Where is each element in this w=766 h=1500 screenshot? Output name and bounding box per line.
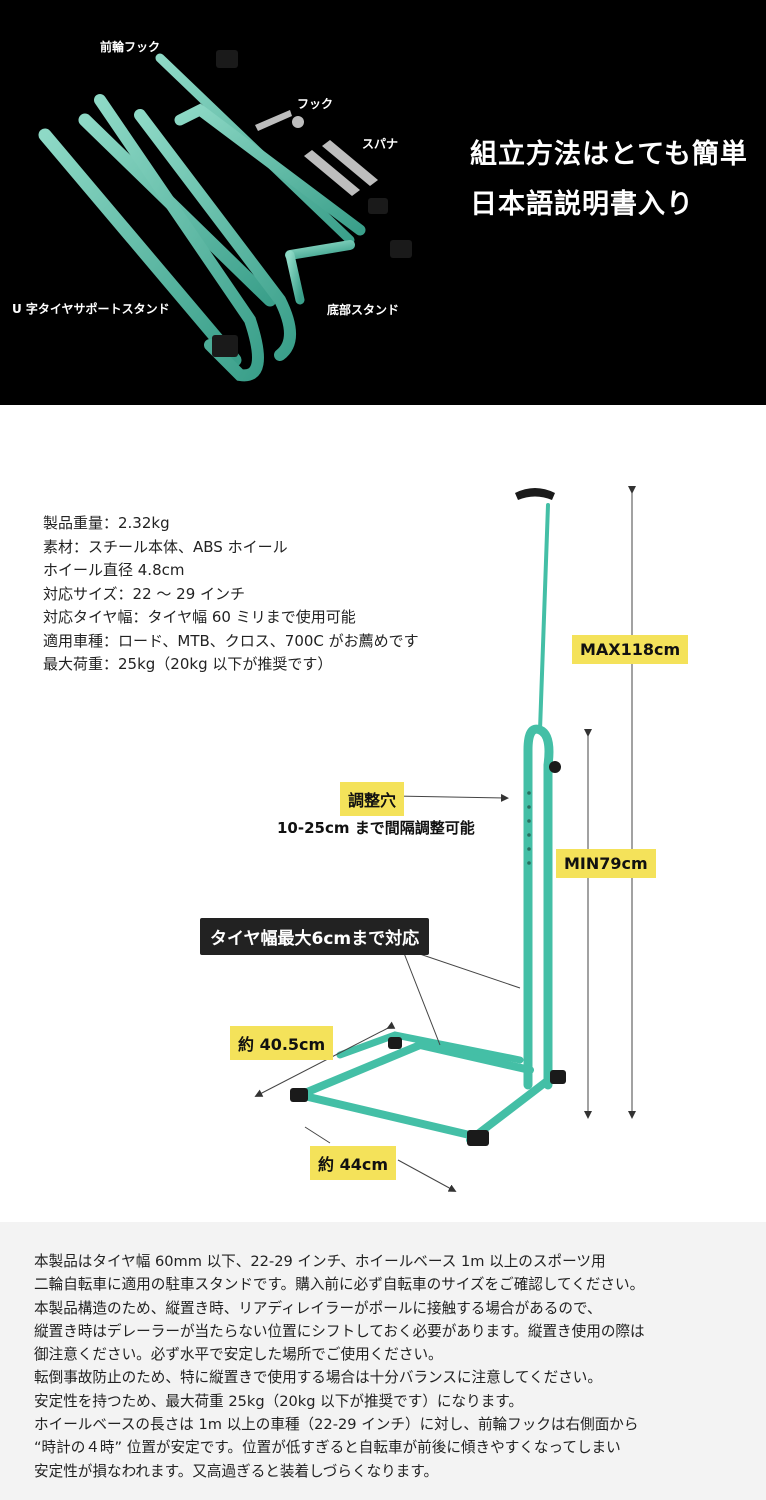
adjust-note: 10-25cm まで間隔調整可能	[277, 819, 475, 837]
hero-line-1: 組立方法はとても簡単	[470, 139, 748, 170]
note-line: 御注意ください。必ず水平で安定した場所でご使用ください。	[34, 1346, 443, 1364]
note-line: 安定性を持つため、最大荷重 25kg（20kg 以下が推奨です）になります。	[34, 1392, 524, 1410]
notes-list: 本製品はタイヤ幅 60mm 以下、22-29 インチ、ホイールベース 1m 以上…	[34, 1250, 645, 1483]
max-height-badge: MAX118cm	[572, 635, 689, 664]
width-badge: 約 44cm	[310, 1146, 396, 1180]
depth-badge: 約 40.5cm	[230, 1026, 334, 1060]
hero-line-2: 日本語説明書入り	[470, 189, 694, 220]
spec-list: 製品重量：2.32kg 素材：スチール本体、ABS ホイール ホイール直径 4.…	[43, 512, 419, 677]
parts-photo-section: 前輪フック フック スパナ U 字タイヤサポートスタンド 底部スタンド 組立方法…	[0, 0, 766, 405]
note-line: 本製品はタイヤ幅 60mm 以下、22-29 インチ、ホイールベース 1m 以上…	[34, 1253, 606, 1270]
note-line: 転倒事故防止のため、特に縦置きで使用する場合は十分バランスに注意してください。	[34, 1369, 602, 1387]
notes-section: 本製品はタイヤ幅 60mm 以下、22-29 インチ、ホイールベース 1m 以上…	[0, 1222, 766, 1500]
spec-wheel: ホイール直径 4.8cm	[43, 561, 185, 579]
note-line: ホイールベースの長さは 1m 以上の車種（22-29 インチ）に対し、前輪フック…	[34, 1416, 639, 1434]
wrench-shapes	[255, 110, 378, 196]
parts-illustration	[38, 50, 412, 382]
label-wrench: スパナ	[362, 137, 399, 151]
note-line: 本製品構造のため、縦置き時、リアディレイラーがポールに接触する場合があるので、	[34, 1299, 602, 1317]
end-caps	[212, 50, 412, 357]
adjust-holes	[527, 791, 531, 865]
note-line: 縦置き時はデレーラーが当たらない位置にシフトしておく必要があります。縦置き使用の…	[34, 1322, 645, 1340]
tire-width-badge: タイヤ幅最大6cmまで対応	[200, 918, 430, 955]
note-line: “時計の４時” 位置が安定です。位置が低すぎると自転車が前後に傾きやすくなってし…	[34, 1439, 621, 1457]
note-line: 安定性が損なわれます。又高過ぎると装着しづらくなります。	[34, 1462, 439, 1480]
label-hook: フック	[297, 97, 334, 111]
note-line: 二輪自転車に適用の駐車スタンドです。購入前に必ず自転車のサイズをご確認してくださ…	[34, 1276, 645, 1294]
label-u-stand: U 字タイヤサポートスタンド	[12, 302, 170, 316]
spec-size: 対応サイズ：22 〜 29 インチ	[43, 584, 246, 603]
spec-weight: 製品重量：2.32kg	[43, 514, 170, 532]
adjust-hole-badge: 調整穴	[340, 782, 405, 816]
label-front-hook: 前輪フック	[100, 40, 161, 54]
stand-frame	[296, 503, 559, 1144]
frame-tubes	[38, 53, 366, 382]
spec-max-load: 最大荷重：25kg（20kg 以下が推奨です）	[43, 655, 333, 673]
min-height-badge: MIN79cm	[556, 849, 656, 878]
label-base-stand: 底部スタンド	[327, 303, 400, 317]
spec-material: 素材：スチール本体、ABS ホイール	[43, 537, 288, 556]
spec-tire-width: 対応タイヤ幅：タイヤ幅 60 ミリまで使用可能	[43, 608, 356, 626]
spec-bike-type: 適用車種：ロード、MTB、クロス、700C がお薦めです	[43, 631, 419, 650]
